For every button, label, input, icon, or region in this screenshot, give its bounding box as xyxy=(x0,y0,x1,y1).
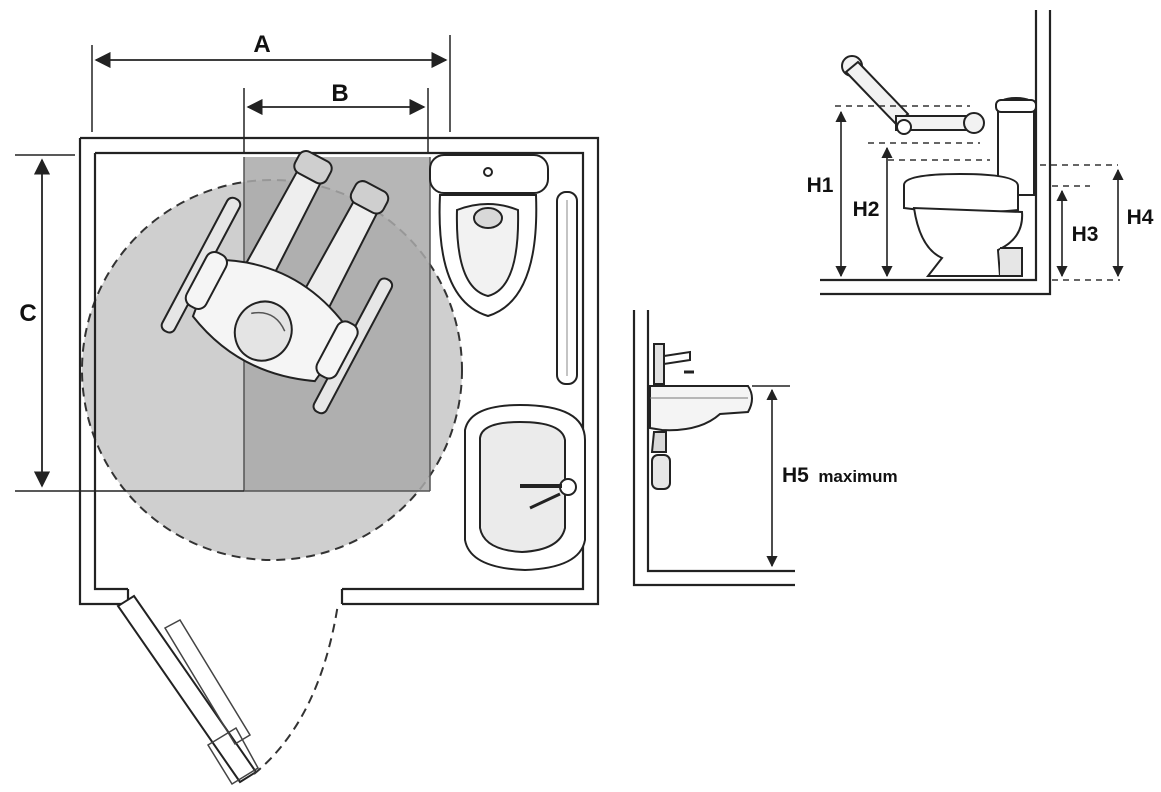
grab-bar-side-view xyxy=(841,55,985,135)
toilet-elevation-walls xyxy=(820,10,1052,296)
dimension-c-label: C xyxy=(19,300,36,327)
toilet-elevation: H1 H2 H3 H4 xyxy=(807,10,1154,296)
h5-label-suffix: maximum xyxy=(818,467,897,486)
h4-label: H4 xyxy=(1127,206,1154,229)
h5-dimension: H5 maximum xyxy=(752,385,898,568)
h1-label: H1 xyxy=(807,174,834,197)
sink-elevation-walls xyxy=(632,310,795,587)
h3-label: H3 xyxy=(1072,223,1099,246)
dimension-b: B xyxy=(243,80,429,152)
sink-top-view xyxy=(464,403,586,572)
h2-label: H2 xyxy=(853,198,880,221)
toilet-side-view xyxy=(903,96,1037,277)
room-walls xyxy=(78,136,600,606)
dimension-b-label: B xyxy=(331,80,348,107)
sink-elevation: H5 maximum xyxy=(632,310,898,587)
grab-bar-top-view xyxy=(556,191,578,385)
floor-plan: A B C xyxy=(15,31,600,786)
wheelchair-user xyxy=(160,150,394,415)
door xyxy=(116,594,339,786)
h5-label: H5 maximum xyxy=(782,464,898,487)
toilet-height-reference-lines xyxy=(835,105,1120,281)
h5-label-prefix: H5 xyxy=(782,464,809,487)
dimension-a: A xyxy=(91,31,451,132)
dimension-a-label: A xyxy=(253,31,270,58)
dimension-c: C xyxy=(15,154,244,492)
sink-side-view xyxy=(649,343,753,490)
toilet-top-view xyxy=(429,154,549,318)
